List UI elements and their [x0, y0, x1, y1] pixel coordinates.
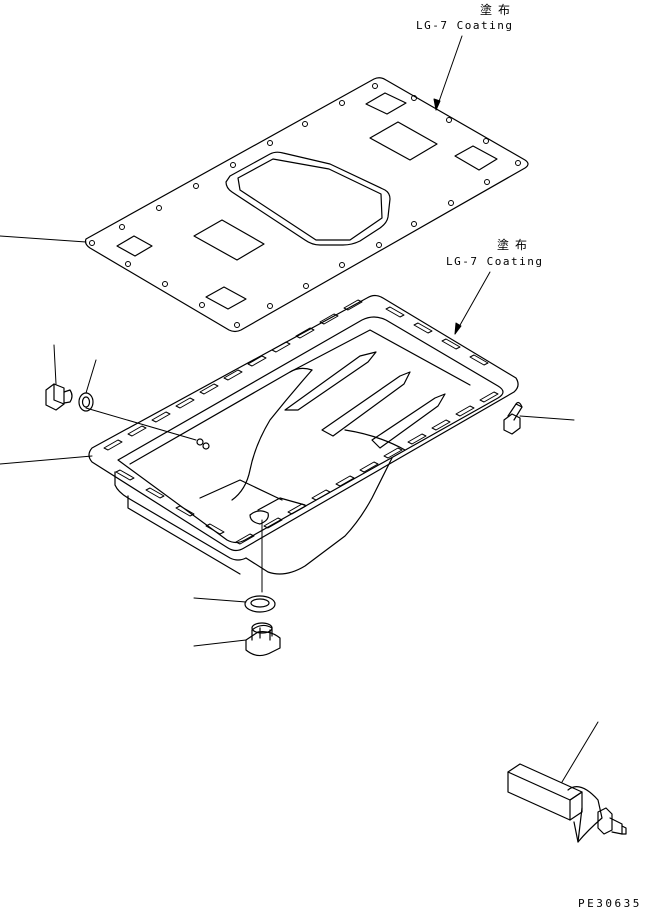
drawing-code: PE30635	[578, 897, 642, 910]
gasket-plate	[84, 77, 529, 333]
tool-wrench	[507, 763, 627, 843]
gasket-center-opening	[225, 151, 391, 246]
mounting-bolt	[503, 401, 523, 435]
leader-lines	[0, 35, 599, 783]
coating-label-jp-middle: 塗布	[497, 238, 534, 252]
oil-pan	[88, 294, 519, 575]
gasket-bolt-holes	[89, 83, 521, 328]
drain-plug	[245, 622, 281, 657]
coating-label-en-top: LG-7 Coating	[416, 19, 514, 32]
plug-side	[45, 383, 73, 411]
pan-flange-slots	[103, 299, 499, 545]
coating-label-en-middle: LG-7 Coating	[446, 255, 544, 268]
coating-label-jp-top: 塗布	[480, 3, 517, 17]
drain-washer	[244, 595, 276, 613]
